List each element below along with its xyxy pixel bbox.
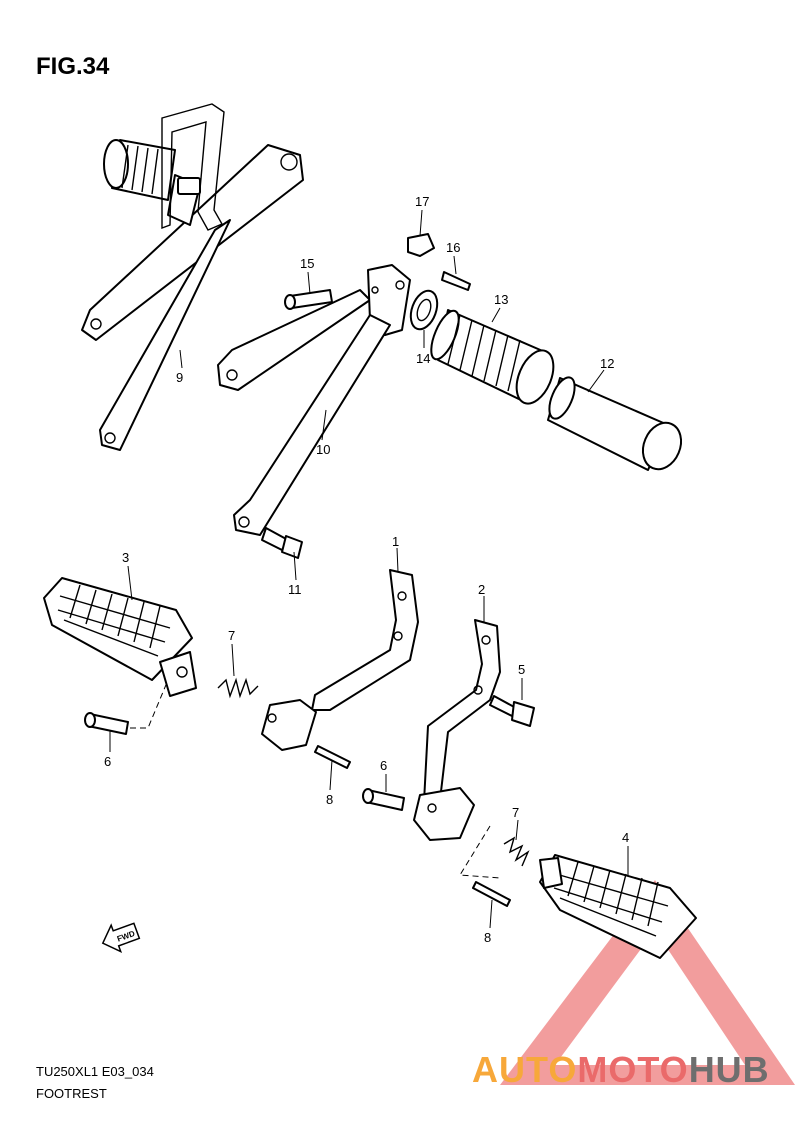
callout-16: 16 [446, 240, 460, 255]
leaders [109, 209, 629, 929]
part-7-spring [459, 825, 530, 879]
part-15-pin [284, 289, 333, 310]
callout-6: 6 [380, 758, 387, 773]
callout-11: 11 [288, 582, 302, 597]
callout-5: 5 [518, 662, 525, 677]
callout-2: 2 [478, 582, 485, 597]
part-16-clip [441, 271, 471, 291]
callout-8: 8 [326, 792, 333, 807]
callout-7: 7 [228, 628, 235, 643]
part-12-shaft [547, 376, 683, 471]
callout-1: 1 [392, 534, 399, 549]
part-1-bracket [261, 569, 419, 751]
watermark-wordmark: AUTOMOTOHUB [472, 1049, 770, 1090]
callout-8: 8 [484, 930, 491, 945]
triangle-logo-icon [500, 880, 795, 1085]
part-8-cotter-pin [314, 745, 351, 769]
callout-10: 10 [316, 442, 330, 457]
part-4-footrest [539, 854, 697, 959]
model-code: TU250XL1 E03_034 [36, 1064, 154, 1079]
part-7-spring [217, 677, 259, 699]
part-2-bracket [413, 619, 501, 841]
callout-6: 6 [104, 754, 111, 769]
watermark-moto: MOTO [577, 1049, 688, 1090]
section-name: FOOTREST [36, 1086, 107, 1101]
watermark-logo [500, 880, 795, 1085]
part-14-washer [409, 289, 439, 331]
callout-12: 12 [600, 356, 614, 371]
part-6-pin [362, 788, 405, 811]
part-6-pin [84, 679, 169, 735]
watermark-auto: AUTO [472, 1049, 577, 1090]
callout-15: 15 [300, 256, 314, 271]
fwd-arrow-icon: FWD [101, 922, 141, 953]
callout-9: 9 [176, 370, 183, 385]
part-11-bolt [261, 527, 303, 559]
callout-7: 7 [512, 805, 519, 820]
figure-title: FIG.34 [36, 53, 110, 80]
callout-numbers: 17 16 15 13 14 12 9 10 11 1 2 3 7 5 6 8 … [104, 194, 629, 945]
part-5-bolt [489, 695, 535, 727]
callout-17: 17 [415, 194, 429, 209]
callout-13: 13 [494, 292, 508, 307]
part-8-cotter-pin [472, 881, 511, 907]
part-10-bracket [217, 264, 411, 536]
part-9-bracket [81, 103, 304, 451]
watermark-hub: HUB [689, 1049, 770, 1090]
callout-14: 14 [416, 351, 430, 366]
callout-3: 3 [122, 550, 129, 565]
callout-4: 4 [622, 830, 629, 845]
part-3-footrest [43, 577, 197, 697]
part-13-grip [430, 309, 555, 405]
part-17-nut [407, 233, 435, 257]
